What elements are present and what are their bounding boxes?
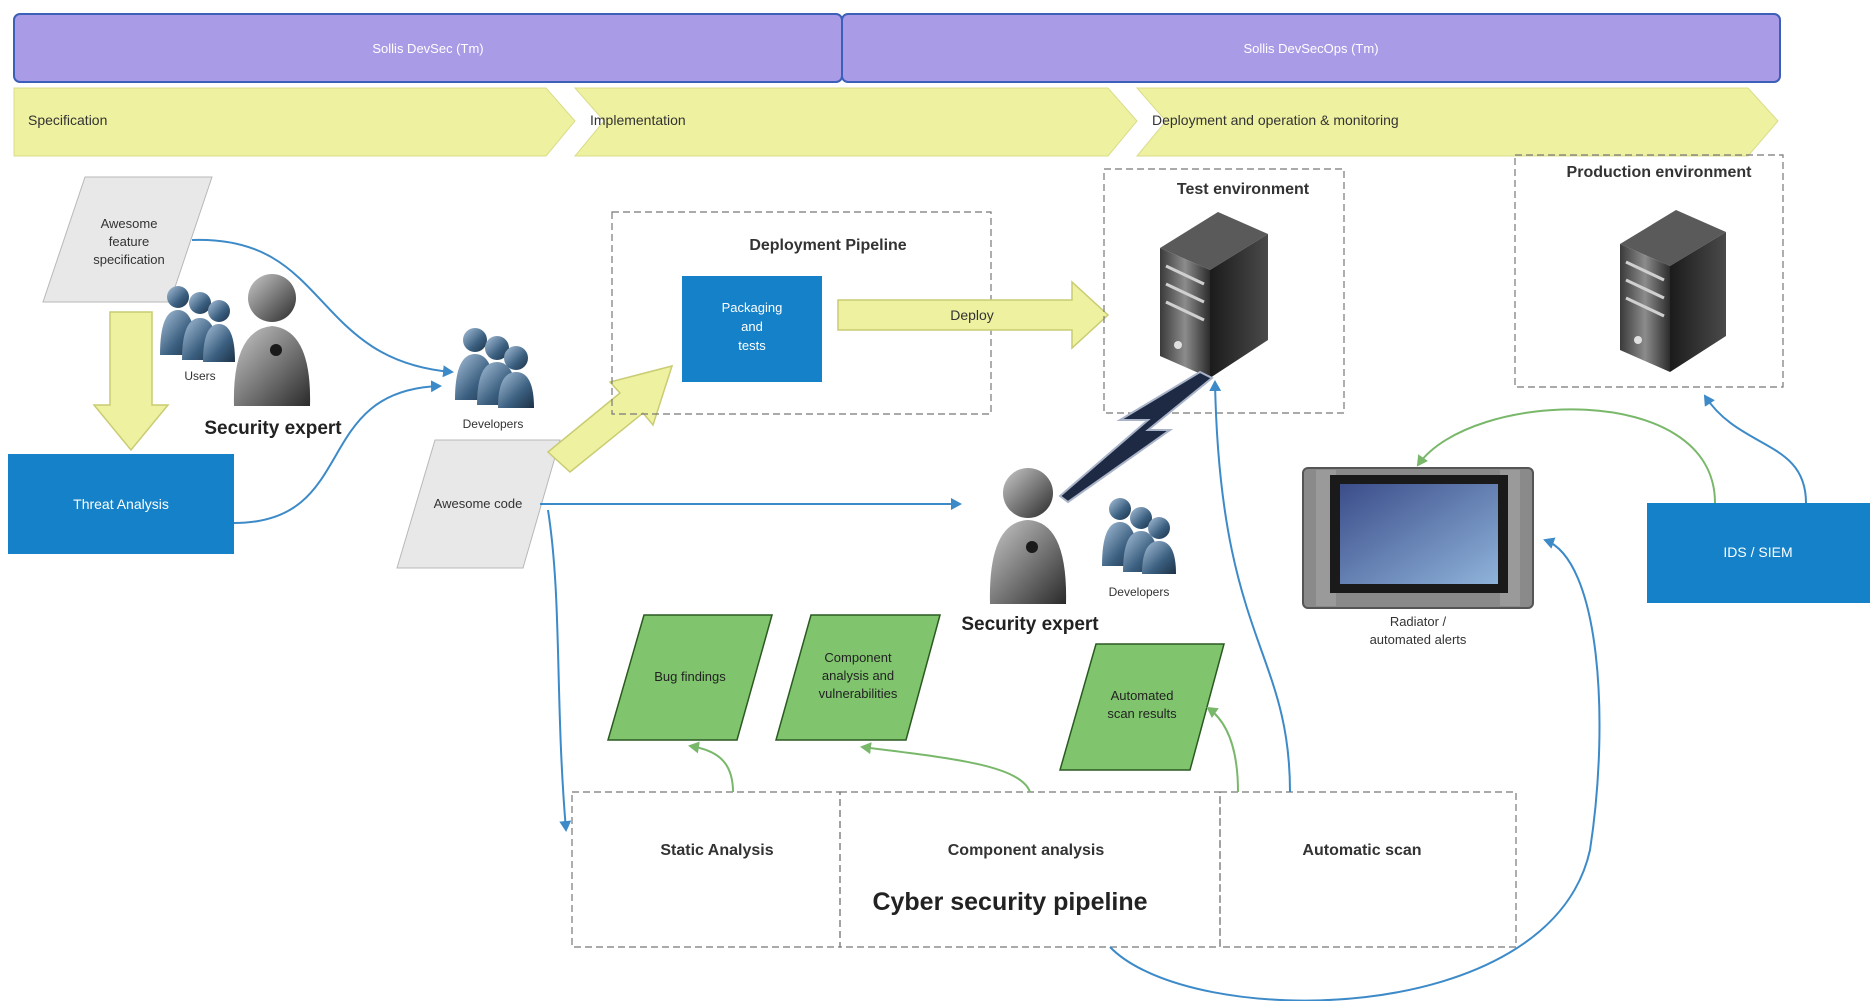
phase-specification-label: Specification (28, 112, 107, 128)
ids-siem-label: IDS / SIEM (1723, 544, 1792, 560)
code-to-pipeline-arrow (546, 364, 674, 473)
feature-spec-line-3: specification (93, 252, 165, 267)
feature-spec-line-1: Awesome (101, 216, 158, 231)
production-server-icon (1620, 210, 1726, 372)
phase-implementation: Implementation (573, 87, 1138, 157)
developers-middle-group-icon (1102, 498, 1176, 574)
component-analysis-container (839, 791, 1221, 948)
feature-spec-document: Awesome feature specification (42, 176, 213, 303)
top-bar-devsecops: Sollis DevSecOps (Tm) (841, 13, 1781, 83)
component-analysis-title: Component analysis (948, 842, 1105, 859)
developers-label-middle: Developers (1109, 585, 1170, 599)
code-to-static-analysis-connector (547, 509, 572, 832)
spec-to-threat-arrow (92, 311, 170, 452)
threat-analysis-label: Threat Analysis (73, 496, 169, 512)
radiator-label-line-2: automated alerts (1370, 632, 1467, 647)
cyber-security-pipeline-title: Cyber security pipeline (872, 888, 1147, 916)
developers-label-top: Developers (463, 417, 524, 431)
component-to-vulns-connector (860, 742, 1031, 793)
automatic-scan-title: Automatic scan (1302, 842, 1421, 859)
top-bar-devsec: Sollis DevSec (Tm) (13, 13, 843, 83)
production-environment-container (1514, 154, 1784, 388)
developers-group-icon (455, 328, 534, 408)
siem-to-production-connector (1703, 394, 1807, 504)
spec-to-developers-connector (191, 238, 454, 378)
component-vulns-line-3: vulnerabilities (819, 686, 898, 701)
test-environment-title: Test environment (1177, 181, 1310, 198)
phase-deployment: Deployment and operation & monitoring (1135, 87, 1779, 157)
ids-siem-box: IDS / SIEM (1647, 503, 1870, 603)
users-label: Users (184, 369, 215, 383)
component-vulns-line-2: analysis and (822, 668, 894, 683)
static-analysis-title: Static Analysis (660, 842, 773, 859)
scan-results-line-2: scan results (1107, 706, 1177, 721)
radiator-monitor-icon (1302, 467, 1534, 609)
security-expert-person-icon (233, 274, 311, 406)
users-group-icon (160, 286, 235, 362)
automatic-scan-container (1219, 791, 1517, 948)
deploy-label: Deploy (950, 307, 994, 323)
packaging-and-tests-box: Packaging and tests (682, 276, 822, 382)
packaging-line-2: and (741, 319, 763, 334)
scan-to-test-env-connector (1209, 380, 1291, 793)
bug-findings-label: Bug findings (654, 669, 726, 684)
security-expert-label-middle: Security expert (961, 614, 1099, 635)
static-to-bug-findings-connector (688, 741, 734, 793)
static-analysis-container (571, 791, 841, 948)
packaging-line-3: tests (738, 338, 766, 353)
siem-to-radiator-connector (1416, 408, 1716, 504)
phase-specification: Specification (13, 87, 576, 157)
bug-findings-document: Bug findings (607, 614, 773, 741)
awesome-code-document: Awesome code (396, 439, 561, 569)
security-expert-label-left: Security expert (204, 418, 342, 439)
phase-implementation-label: Implementation (590, 112, 686, 128)
test-server-icon (1160, 212, 1268, 378)
feature-spec-line-2: feature (109, 234, 149, 249)
pipeline-to-radiator-connector (1109, 537, 1601, 1002)
threat-to-developers-connector (233, 380, 442, 524)
security-expert-middle-person-icon (989, 468, 1067, 604)
deployment-pipeline-title: Deployment Pipeline (749, 237, 906, 254)
deploy-arrow (837, 280, 1110, 350)
top-bar-devsec-label: Sollis DevSec (Tm) (372, 41, 483, 56)
scan-to-results-connector (1206, 706, 1239, 793)
radiator-label-line-1: Radiator / (1390, 614, 1447, 629)
component-vulnerabilities-document: Component analysis and vulnerabilities (775, 614, 941, 741)
threat-analysis-box: Threat Analysis (8, 454, 234, 554)
lightning-link-icon (1058, 370, 1214, 504)
awesome-code-label: Awesome code (434, 496, 523, 511)
scan-results-line-1: Automated (1111, 688, 1174, 703)
automated-scan-results-document: Automated scan results (1059, 643, 1225, 771)
component-vulns-line-1: Component (824, 650, 892, 665)
packaging-line-1: Packaging (722, 300, 783, 315)
production-environment-title: Production environment (1567, 164, 1753, 181)
top-bar-devsecops-label: Sollis DevSecOps (Tm) (1243, 41, 1378, 56)
phase-deployment-label: Deployment and operation & monitoring (1152, 112, 1399, 128)
